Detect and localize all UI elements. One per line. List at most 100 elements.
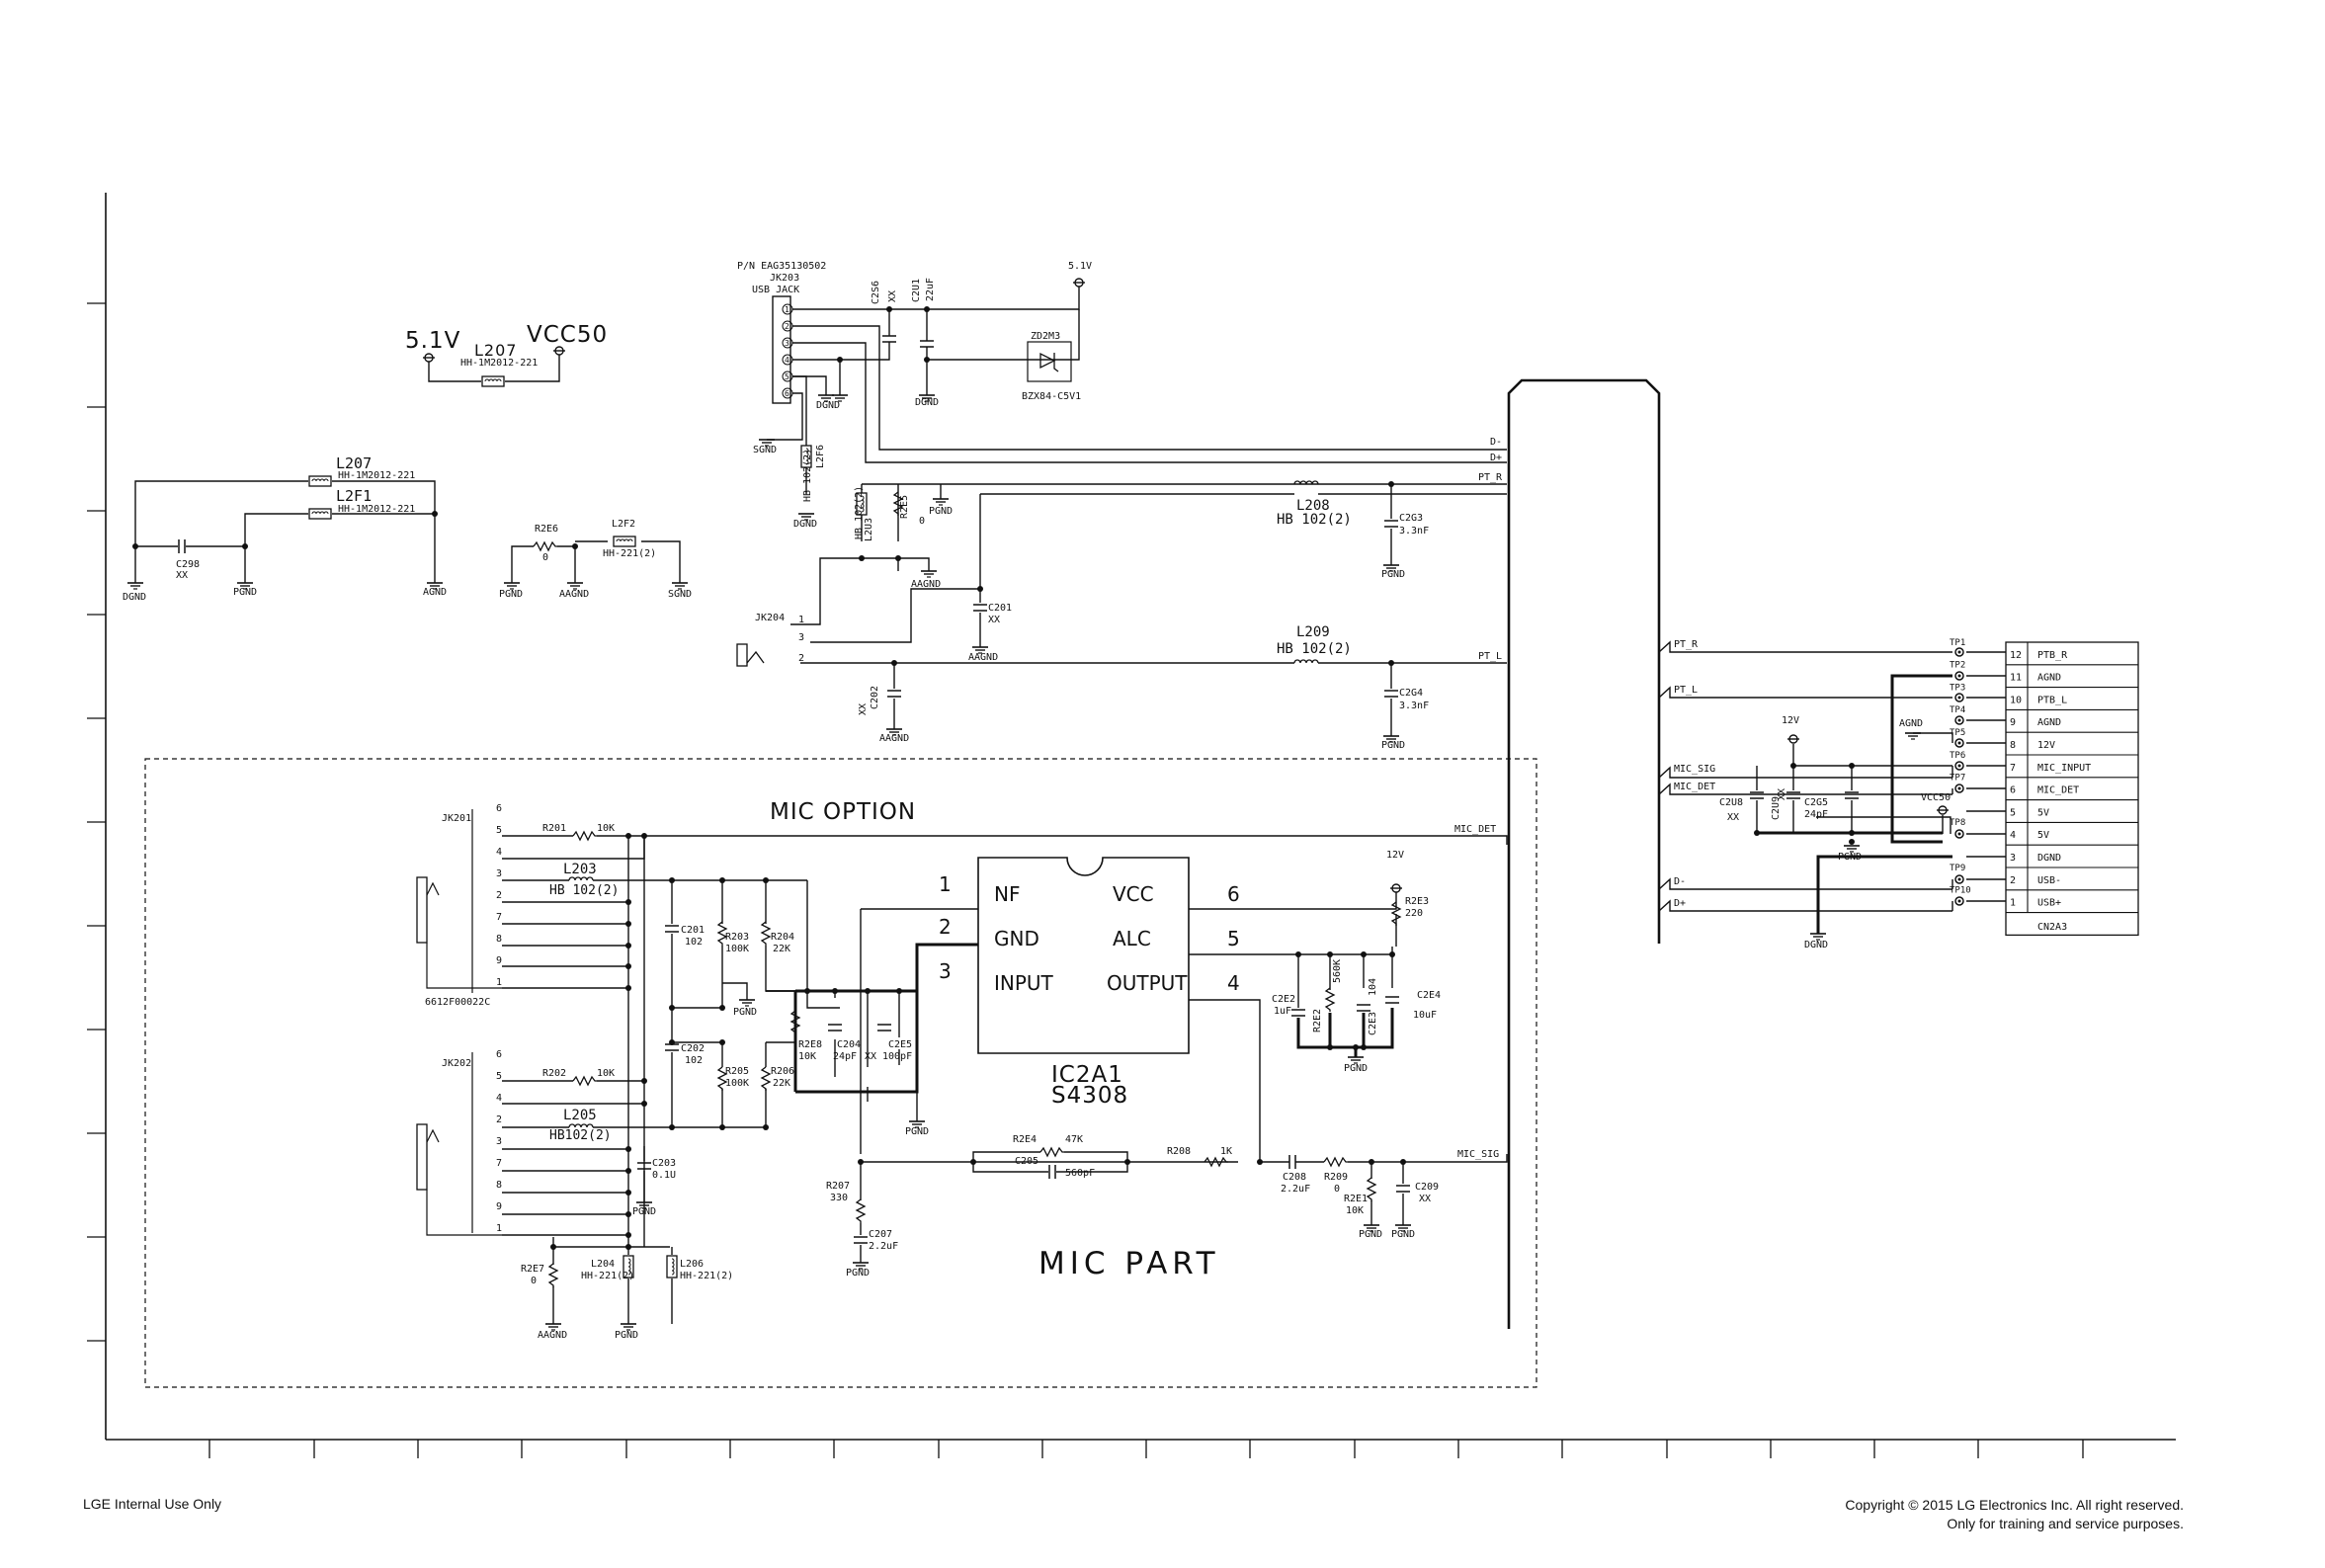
phone-aagnd2: AAGND [968,652,998,663]
gnd-pgnd2-label: PGND [499,589,523,600]
mic-c202-val: 102 [685,1055,703,1066]
c2s6-val: XX [887,290,898,302]
connector-pin-name: PTB_R [2037,650,2068,661]
c2-xx: XX [865,1051,876,1062]
r205-ref: R205 [725,1066,749,1077]
r208-val: 1K [1220,1146,1232,1157]
cn-rail-12v: 12V [1782,715,1799,726]
l209-val: HB 102(2) [1277,641,1352,657]
c209-val: XX [1419,1194,1431,1204]
jk204-pin-1: 1 [798,615,804,625]
connector-pin-name: 5V [2037,807,2049,818]
r2e4-val: 47K [1065,1134,1083,1145]
l2f2-val: HH-221(2) [603,548,656,559]
l207-val: HH-1M2012-221 [338,470,415,481]
l2u3-val: HB 102(2) [854,486,865,539]
connector-body [2005,641,2139,937]
r2e7-ref: R2E7 [521,1264,544,1275]
ic-pin-nf: NF [994,882,1020,906]
test-point-label: TP2 [1950,661,1965,671]
mic-c202-ref: C202 [681,1043,705,1054]
r2e5-val: 0 [919,516,925,527]
l207-top-val: HH-1M2012-221 [460,358,538,369]
connector-pin-number: 2 [2010,875,2016,886]
c2g3-val: 3.3nF [1399,526,1429,536]
connector-pin-name: MIC_INPUT [2037,763,2091,774]
ic-pin-output: OUTPUT [1107,971,1188,995]
l2f6-val: HB 102(2) [802,449,813,502]
r2e1-ref: R2E1 [1344,1194,1368,1204]
r201-ref: R201 [542,823,566,834]
usb-jack-section: P/N EAG35130502 JK203 USB JACK 1 2 3 4 5… [737,261,1507,530]
jk202-pin-4: 4 [496,1093,502,1104]
l203-val: HB 102(2) [549,883,619,898]
net-mic-sig: MIC_SIG [1457,1149,1499,1160]
rail-vcc50-label: VCC50 [527,322,608,348]
l207-top-ref: L207 [474,341,517,360]
ruler-ticks-left [87,302,106,1342]
r2e5-ref: R2E5 [899,495,910,519]
footer-copyright-line2: Only for training and service purposes. [1947,1516,2184,1531]
connector-pin-number: 1 [2010,898,2016,909]
c2s6-ref: C2S6 [871,281,881,304]
usb-dgnd3: DGND [793,519,817,530]
c203-val: 0.1U [652,1170,676,1181]
cn-net-mic-sig: MIC_SIG [1674,764,1715,775]
c208-ref: C208 [1283,1172,1306,1183]
r2e8-val: 10K [798,1051,816,1062]
r209-val: 0 [1334,1184,1340,1195]
connector-pin-number: 9 [2010,717,2016,728]
c2e4-val: 10uF [1413,1010,1437,1021]
jk202-pin-5: 5 [496,1071,502,1082]
ic-body [977,857,1190,1054]
jk204-pin-3: 3 [798,632,804,643]
c207-ref: C207 [869,1229,892,1240]
phone-pgnd4: PGND [1381,740,1405,751]
l2u3-ref: L2U3 [864,518,874,541]
phone-aagnd3: AAGND [879,733,909,744]
mic-c201-ref: C201 [681,925,705,936]
r203-ref: R203 [725,932,749,943]
usb-sgnd: SGND [753,445,777,455]
connector-pin-name: AGND [2037,717,2061,728]
gnd-aagnd-label: AAGND [559,589,589,600]
rail-5v1-symbol [422,353,436,363]
ic-pin-num-5: 5 [1227,927,1240,950]
connector-pin-number: 6 [2010,785,2016,796]
net-d-plus: D+ [1490,453,1502,463]
l2f1-val: HH-1M2012-221 [338,504,415,515]
net-mic-det: MIC_DET [1454,824,1496,835]
connector-pin-name: PTB_L [2037,695,2067,705]
connector-pin-number: 7 [2010,763,2016,774]
ic-amplifier: NF GND INPUT VCC ALC OUTPUT 1 2 3 6 5 4 … [766,824,1508,1279]
usb-dgnd2: DGND [915,397,939,408]
r205-val: 100K [725,1078,749,1089]
test-point-label: TP1 [1950,638,1965,648]
r2e2-val: 560K [1332,959,1343,983]
l2f1-ref: L2F1 [336,487,372,505]
jk202-pin-7: 7 [496,1158,502,1169]
ic-rail-12v: 12V [1386,850,1404,861]
mic-jacks: JK201 JK202 6 5 4 3 2 7 8 9 1 6 5 4 2 3 [416,803,502,1236]
ic-pin-num-6: 6 [1227,882,1240,906]
mic-input-network: R201 10K L203 HB 102(2) R202 10K L205 HB… [502,823,1508,1341]
c2u8-ref: C2U8 [1719,797,1743,808]
usb-rail: 5.1V [1068,261,1092,272]
c2u9-val: XX [1777,788,1787,800]
jack-part-number: 6612F00022C [425,997,490,1008]
l205-val: HB102(2) [549,1128,612,1143]
l2f6-ref: L2F6 [815,445,826,468]
jk204-pin-2: 2 [798,653,804,664]
jk202-pin-6: 6 [496,1049,502,1060]
mic-pgnd-c: PGND [615,1330,638,1341]
jk201-pin-2: 2 [496,890,502,901]
l204-val: HH-221(2) [581,1271,634,1281]
usb-pin-5: 5 [785,372,789,381]
ic-pin-num-2: 2 [939,915,952,939]
r203-val: 100K [725,944,749,954]
mic-aagnd: AAGND [538,1330,567,1341]
test-point-label: TP3 [1950,683,1965,693]
mic-pgnd-b: PGND [632,1206,656,1217]
jk201-pin-9: 9 [496,955,502,966]
